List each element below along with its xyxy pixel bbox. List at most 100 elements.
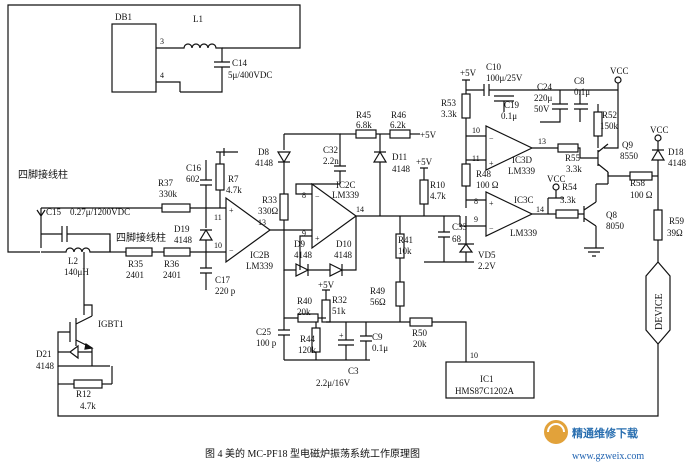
device-label: DEVICE: [654, 293, 665, 330]
r46-label: R46: [391, 110, 407, 120]
c24-value-2: 50V: [534, 104, 550, 114]
c15-label: C15: [46, 207, 62, 217]
r41-label: R41: [398, 235, 413, 245]
ic2b-pin11: 11: [214, 213, 222, 222]
c17-value: 220 p: [215, 286, 236, 296]
r54-label: R54: [562, 182, 578, 192]
c33-label: C33: [452, 222, 468, 232]
r49-label: R49: [370, 286, 386, 296]
ic3d-minus: −: [489, 134, 494, 143]
ic1-part: HMS87C1202A: [455, 386, 515, 396]
c9-value: 0.1μ: [372, 343, 388, 353]
ic2b-part: LM339: [246, 261, 274, 271]
ic3c-minus: −: [489, 224, 494, 233]
r36-label: R36: [164, 259, 180, 269]
db1-label: DB1: [115, 12, 132, 22]
ic2b-pin10: 10: [214, 241, 222, 250]
ic3d-plus: +: [489, 159, 494, 168]
ic2b-plus: +: [229, 206, 234, 215]
watermark-brand: 精通维修下载: [572, 426, 638, 440]
ic2c-pin14: 14: [356, 205, 364, 214]
igbt1-symbol: [57, 304, 94, 366]
ic3d-triangle: [485, 125, 534, 171]
r7-value: 4.7k: [226, 185, 242, 195]
q9-symbol: [580, 143, 609, 184]
ic2c-plus: +: [315, 234, 320, 243]
d18-label: D18: [668, 147, 684, 157]
r36-value: 2401: [163, 270, 181, 280]
ic2b-triangle: [225, 196, 272, 264]
ic3c-pin8: 8: [474, 197, 478, 206]
d19-label: D19: [174, 224, 190, 234]
r44-label: R44: [300, 334, 316, 344]
r37-value: 330k: [159, 189, 178, 199]
r58-value: 100 Ω: [630, 190, 653, 200]
ic3c-pin9: 9: [474, 215, 478, 224]
r50-label: R50: [412, 328, 428, 338]
c24-value-1: 220μ: [534, 93, 553, 103]
d8-value: 4148: [255, 158, 274, 168]
d9-value: 4148: [294, 250, 313, 260]
ic2c-part: LM339: [332, 190, 360, 200]
ic3c-part: LM339: [510, 228, 538, 238]
r35-label: R35: [128, 259, 144, 269]
d11-value: 4148: [392, 164, 411, 174]
plus5v-r32: +5V: [318, 280, 335, 290]
bias-section: +5V R32 51k R40 20k C25 100 p R44 120k +…: [256, 270, 535, 399]
r54-value: 3.3k: [560, 195, 576, 205]
r55-label: R55: [565, 153, 581, 163]
c14-label: C14: [232, 58, 248, 68]
c25-value: 100 p: [256, 338, 277, 348]
c19-value: 0.1μ: [501, 111, 517, 121]
c8-label: C8: [574, 76, 585, 86]
figure-caption: 图 4 美的 MC-PF18 型电磁炉振荡系统工作原理图: [205, 447, 420, 460]
r58-label: R58: [630, 178, 646, 188]
c9-label: C9: [372, 332, 383, 342]
c25-label: C25: [256, 327, 272, 337]
c10-value: 100μ/25V: [486, 73, 523, 83]
watermark: 精通维修下载 www.gzweix.com: [544, 420, 644, 462]
d21-label: D21: [36, 349, 52, 359]
four-pin-terminal-a: 四脚接线柱: [18, 168, 68, 181]
r12-label: R12: [76, 389, 91, 399]
r7-label: R7: [228, 174, 239, 184]
l1-label: L1: [193, 14, 203, 24]
r59-label: R59: [669, 216, 685, 226]
c3-value: 2.2μ/16V: [316, 378, 351, 388]
vcc-d18: VCC: [650, 125, 669, 135]
c19-label: C19: [504, 100, 520, 110]
c3-polarity: +: [339, 331, 344, 340]
c10-label: C10: [486, 62, 502, 72]
reference-section: +5V R10 4.7k R41 10k C33 68 VD5 2.2V: [395, 157, 496, 282]
d11-label: D11: [392, 152, 407, 162]
ic2c-minus: −: [315, 192, 320, 201]
r49-value: 56Ω: [370, 297, 386, 307]
ic3d-part: LM339: [508, 166, 536, 176]
ic1-box: [445, 361, 535, 399]
l2-coil: [41, 240, 111, 253]
vcc-r54: VCC: [547, 174, 566, 184]
l1-coil: [180, 43, 223, 62]
q8-label: Q8: [606, 210, 617, 220]
r32-value: 51k: [332, 306, 346, 316]
c14-value: 5μ/400VDC: [228, 70, 272, 80]
c32-label: C32: [323, 145, 338, 155]
db1-box: [111, 23, 157, 93]
ic2c-pin8: 8: [302, 191, 306, 200]
c3-label: C3: [348, 366, 359, 376]
r52-value: 150k: [600, 121, 619, 131]
r48-label: R48: [476, 169, 492, 179]
r35-value: 2401: [126, 270, 144, 280]
d21-value: 4148: [36, 361, 55, 371]
r10-value: 4.7k: [430, 191, 446, 201]
c17-label: C17: [215, 275, 231, 285]
ic2c-label: IC2C: [336, 180, 356, 190]
l2-value: 140μH: [64, 267, 89, 277]
c15-value: 0.27μ/1200VDC: [70, 207, 130, 217]
l2-label: L2: [68, 256, 78, 266]
ic2c-section: D8 4148 R33 330Ω R45 6.8k R46 6.2k +5V C…: [255, 110, 460, 277]
vcc-top: VCC: [610, 66, 629, 76]
d19-value: 4148: [174, 235, 193, 245]
plus5v-r10: +5V: [416, 157, 433, 167]
r32-label: R32: [332, 295, 347, 305]
